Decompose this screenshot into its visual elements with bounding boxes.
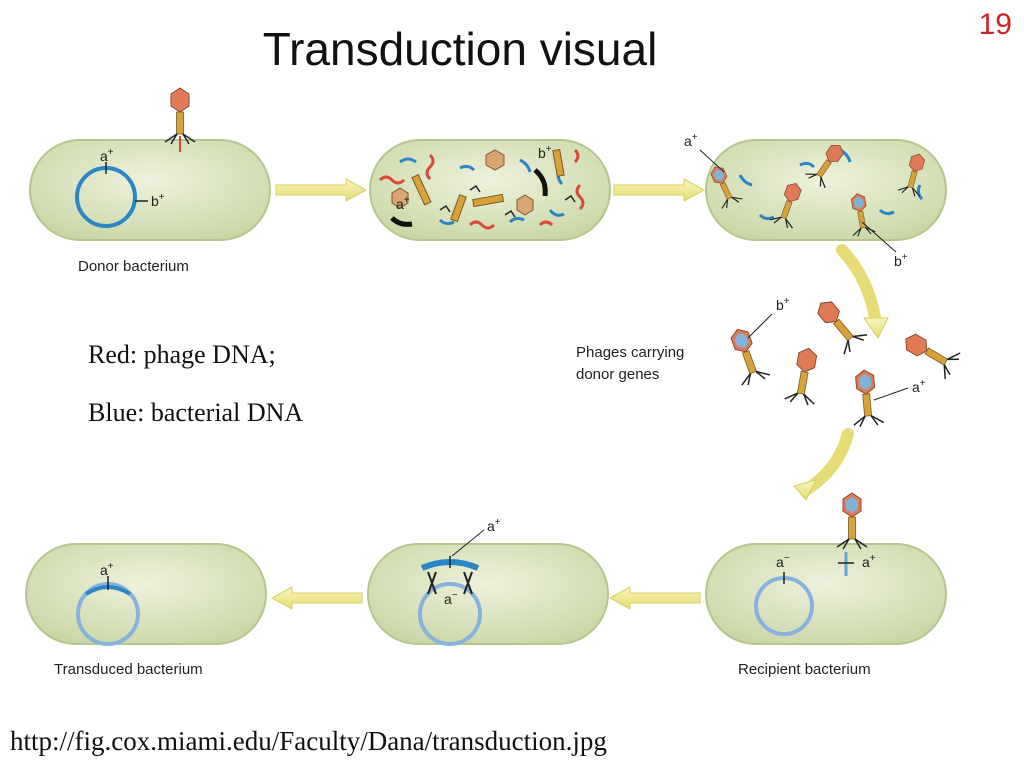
transduced-bacterium-label: Transduced bacterium [54, 661, 203, 678]
recipient-bacterium-label: Recipient bacterium [738, 661, 871, 678]
arrow-curve-icon [836, 244, 889, 339]
source-url: http://fig.cox.miami.edu/Faculty/Dana/tr… [10, 726, 607, 756]
fragment-gene-b-label: b+ [538, 144, 552, 161]
donor-cell [29, 139, 271, 241]
assembly-gene-b-label: b+ [894, 252, 908, 269]
slide-title: Transduction visual [262, 23, 658, 75]
donor-gene-a-label: a+ [100, 147, 114, 164]
arrow-right-icon [275, 178, 367, 202]
donor-bacterium-label: Donor bacterium [78, 258, 189, 275]
assembly-cell [704, 138, 947, 241]
recipient-cell [705, 543, 947, 645]
arrow-left-icon [609, 586, 701, 610]
released-gene-b-label: b+ [776, 296, 790, 313]
phage-icon [164, 87, 196, 145]
released-phages [722, 292, 963, 428]
transduced-gene-a-label: a+ [100, 561, 114, 578]
recipient-gene-a-plus-label: a+ [862, 553, 876, 570]
donor-gene-b-label: b+ [151, 192, 165, 209]
recombination-gene-a-plus-label: a+ [487, 517, 501, 534]
phage-icon [836, 492, 868, 550]
arrow-right-icon [613, 178, 705, 202]
assembly-gene-a-label: a+ [684, 132, 698, 149]
arrow-left-icon [271, 586, 363, 610]
arrow-curve-icon [793, 428, 854, 501]
legend-phage-dna: Red: phage DNA; [88, 340, 276, 369]
released-gene-a-label: a+ [912, 378, 926, 395]
phages-carrying-label: Phages carrying [576, 344, 684, 361]
recipient-gene-a-minus-label: a− [776, 553, 790, 570]
legend-bacterial-dna: Blue: bacterial DNA [88, 398, 304, 427]
recombination-gene-a-minus-label: a− [444, 590, 458, 607]
transduced-cell [25, 543, 267, 646]
recombination-cell [367, 543, 609, 646]
donor-genes-label: donor genes [576, 366, 659, 383]
fragment-cell [369, 139, 611, 241]
slide-number: 19 [978, 8, 1012, 41]
fragment-gene-a-label: a+ [396, 195, 410, 212]
